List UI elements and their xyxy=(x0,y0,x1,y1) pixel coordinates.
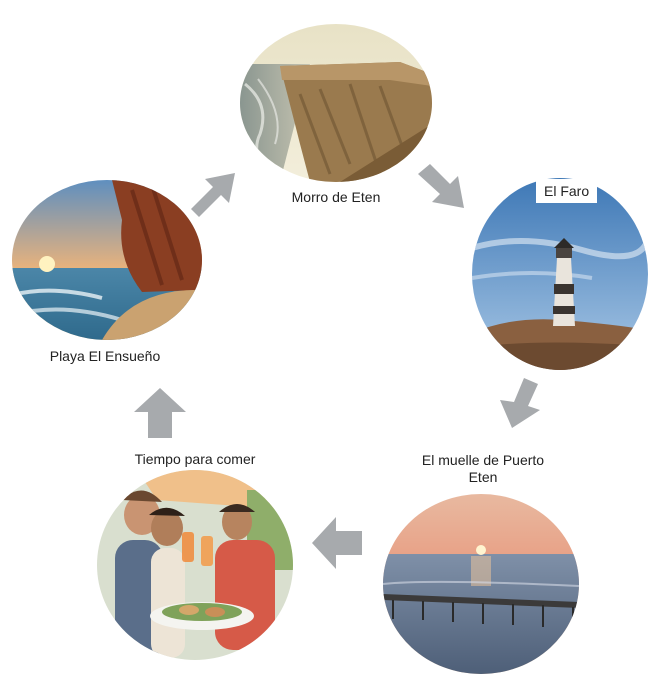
morro-de-eten-label: Morro de Eten xyxy=(291,189,381,205)
el-muelle-photo xyxy=(383,494,579,674)
arrow-playa-to-morro xyxy=(191,163,243,223)
arrow-muelle-to-comer xyxy=(312,517,362,569)
morro-de-eten-photo xyxy=(240,24,432,182)
arrow-faro-to-muelle xyxy=(494,378,552,430)
el-faro-label: El Faro xyxy=(536,179,598,203)
arrow-morro-to-faro xyxy=(418,160,472,216)
tiempo-para-comer-label: Tiempo para comer xyxy=(134,451,256,467)
el-muelle-label-line1: El muelle de Puerto xyxy=(421,452,545,468)
playa-el-ensueno-label: Playa El Ensueño xyxy=(49,348,161,364)
el-muelle-label-line2: Eten xyxy=(468,469,498,485)
el-muelle-label: El muelle de Puerto Eten xyxy=(400,452,566,486)
tiempo-para-comer-photo xyxy=(97,470,293,660)
arrow-comer-to-playa xyxy=(134,388,186,438)
playa-el-ensueno-photo xyxy=(12,180,202,340)
el-faro-photo xyxy=(472,178,648,370)
